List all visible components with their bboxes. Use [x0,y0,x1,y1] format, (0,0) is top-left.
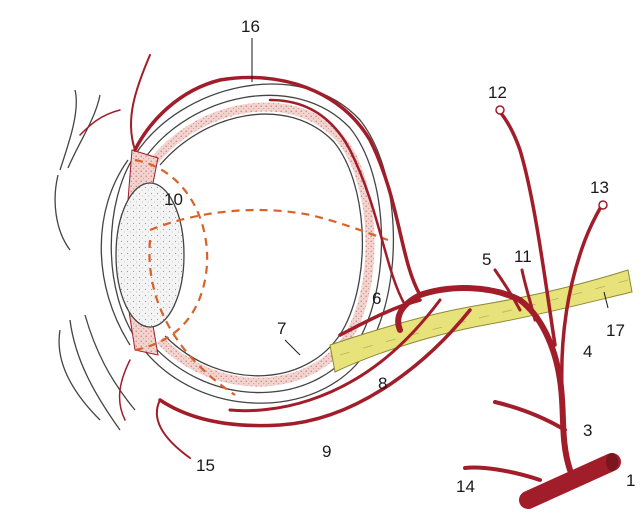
label-16: 16 [241,17,260,36]
arteries [79,54,621,509]
label-9: 9 [322,442,331,461]
label-1: 1 [626,471,635,490]
label-15: 15 [196,456,215,475]
label-14: 14 [456,477,475,496]
leader-lines [251,38,609,356]
optic-nerve [329,269,633,373]
number-labels: 1 2 3 4 5 6 7 8 9 10 11 12 13 14 15 16 1… [164,17,635,496]
label-6: 6 [372,289,381,308]
eyelid-outline [54,89,136,431]
label-4: 4 [583,342,592,361]
label-7: 7 [277,319,286,338]
label-17: 17 [606,321,625,340]
eyeball [100,83,395,404]
label-12: 12 [488,83,507,102]
label-10: 10 [164,190,183,209]
label-13: 13 [590,178,609,197]
label-3: 3 [583,421,592,440]
label-11: 11 [514,247,532,266]
optical-paths [134,158,389,396]
label-8: 8 [378,374,387,393]
label-5: 5 [482,250,491,269]
